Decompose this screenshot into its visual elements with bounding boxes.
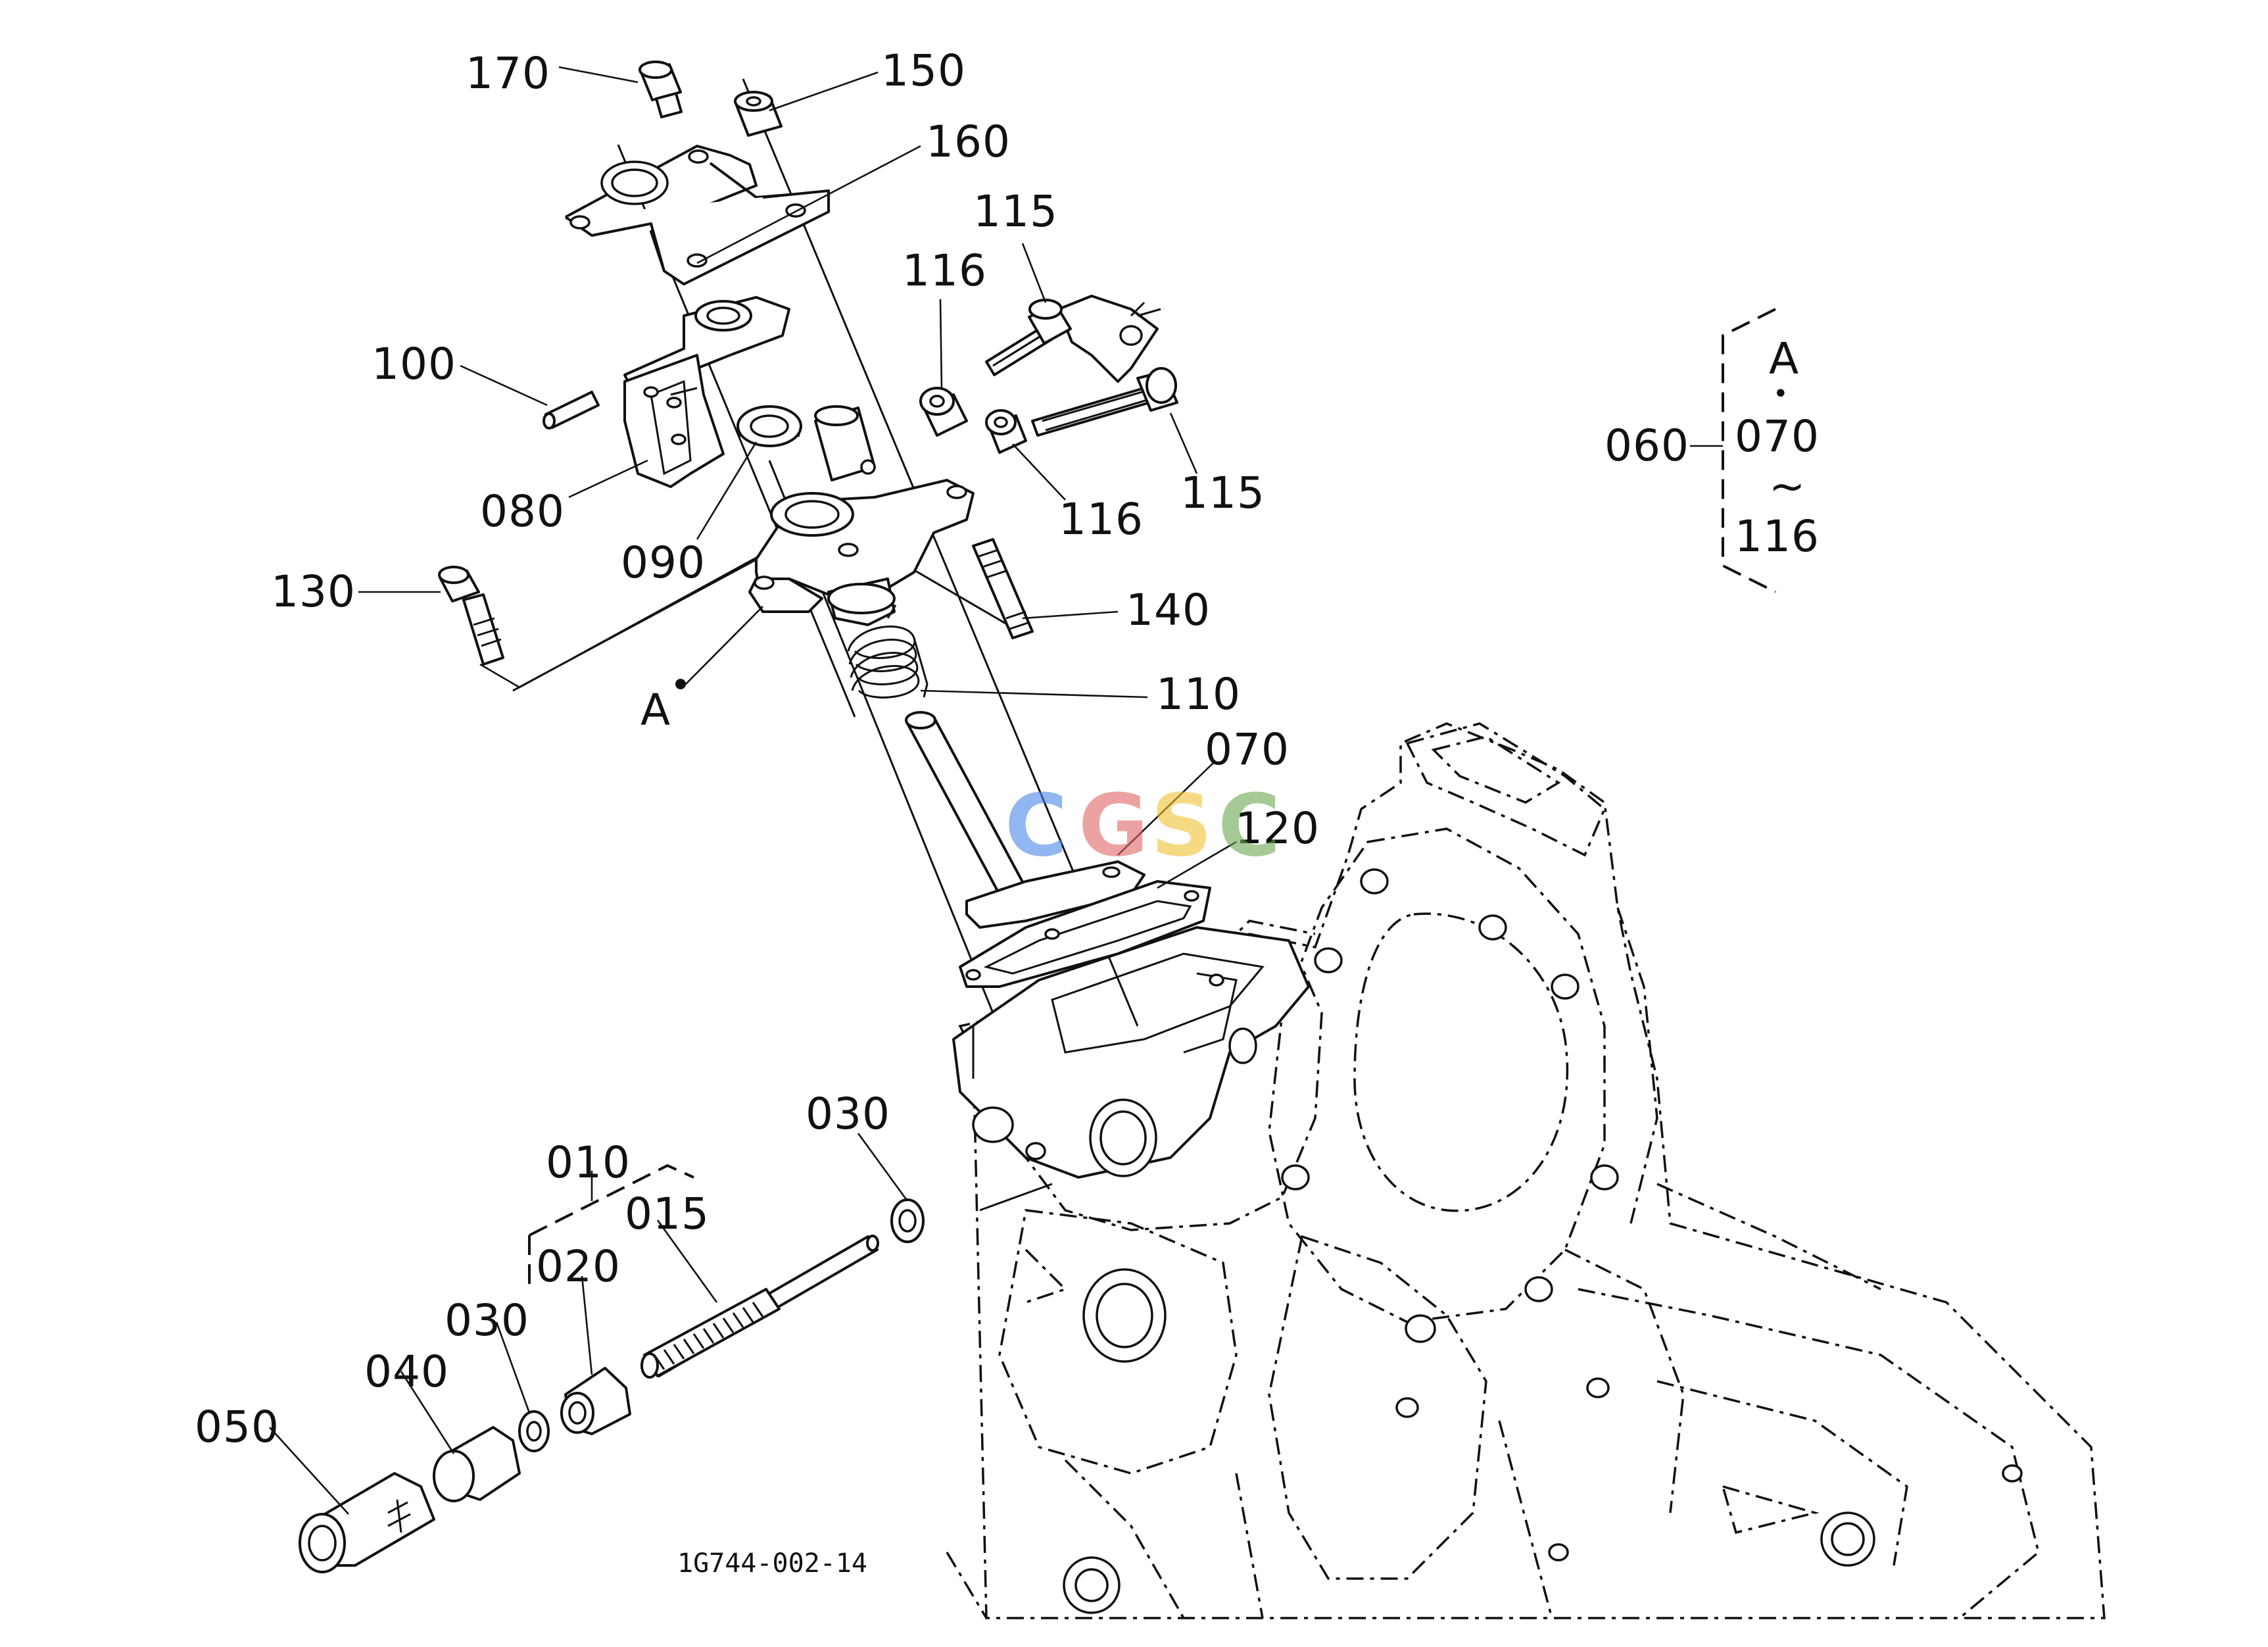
watermark-letter-4: C [1218,775,1280,875]
legend-top-a: A [1769,333,1799,384]
label-160: 160 [926,116,1011,167]
part-120-gasket [959,880,1211,988]
legend-dot: • [1773,379,1789,409]
label-020: 020 [536,1241,621,1292]
legend-ref-060: 060 [1604,420,1689,471]
part-115-lower-bolt [1031,367,1178,437]
watermark-letter-2: G [1078,775,1149,875]
label-115-lower: 115 [1180,468,1265,518]
label-140: 140 [1126,585,1211,635]
watermark-letter-1: C [1005,775,1067,875]
label-150: 150 [881,45,966,96]
part-100-pin [543,391,600,430]
watermark-cgsc: C G S C [1005,775,1280,875]
part-130-bolt [438,566,504,666]
part-090-washer [736,405,802,447]
legend-bracket-060 [1690,308,1776,593]
part-050-sleeve [299,1472,435,1573]
label-116-lower: 116 [1059,494,1144,545]
label-030-upper: 030 [806,1089,890,1139]
label-130: 130 [271,566,356,617]
label-070: 070 [1205,724,1290,775]
label-a: A [640,685,671,735]
label-115-upper: 115 [973,186,1058,237]
legend-text: 060 A • 070 ~ 116 [1604,333,1820,562]
housing-bolt-holes [1063,868,2023,1614]
part-116-upper-spacer [919,387,968,437]
legend-tilde: ~ [1769,461,1806,512]
part-015-rod [640,1235,879,1379]
part-115-upper-bolt-lever [985,295,1161,383]
part-080-fork-lever [623,296,790,488]
drawing-code: 1G744-002-14 [677,1548,867,1579]
part-170-bolt [639,61,683,118]
part-040-cap [433,1426,521,1502]
label-050: 050 [195,1402,279,1452]
label-040: 040 [364,1346,449,1397]
part-030-washer-upper [890,1198,925,1243]
label-116-upper: 116 [902,245,987,296]
label-010: 010 [546,1137,631,1188]
label-170: 170 [466,48,550,99]
reference-a-dot [675,679,686,689]
part-150-nut [734,91,783,137]
part-116-lower-spacer [985,409,1027,454]
label-090: 090 [621,537,706,588]
label-120: 120 [1235,803,1320,854]
label-110: 110 [1156,669,1241,720]
legend-to-116: 116 [1735,511,1820,562]
part-number-labels: 170 150 160 115 116 100 080 090 116 115 … [195,45,1320,1452]
part-070-governor-shaft [905,711,1146,929]
label-015: 015 [625,1189,710,1239]
label-100: 100 [372,339,456,389]
label-080: 080 [480,486,565,537]
label-030-lower: 030 [445,1295,529,1346]
part-020-nut [560,1367,631,1435]
part-030-washer-lower [518,1410,550,1452]
leader-lines [269,66,1237,1515]
housing-top-deck [952,926,1310,1179]
part-110-spring [847,604,929,699]
watermark-letter-3: S [1151,775,1213,875]
bracket-010 [528,1164,694,1289]
part-140-stud [972,538,1034,639]
part-governor-casting [748,405,975,626]
legend-from-070: 070 [1735,411,1820,462]
